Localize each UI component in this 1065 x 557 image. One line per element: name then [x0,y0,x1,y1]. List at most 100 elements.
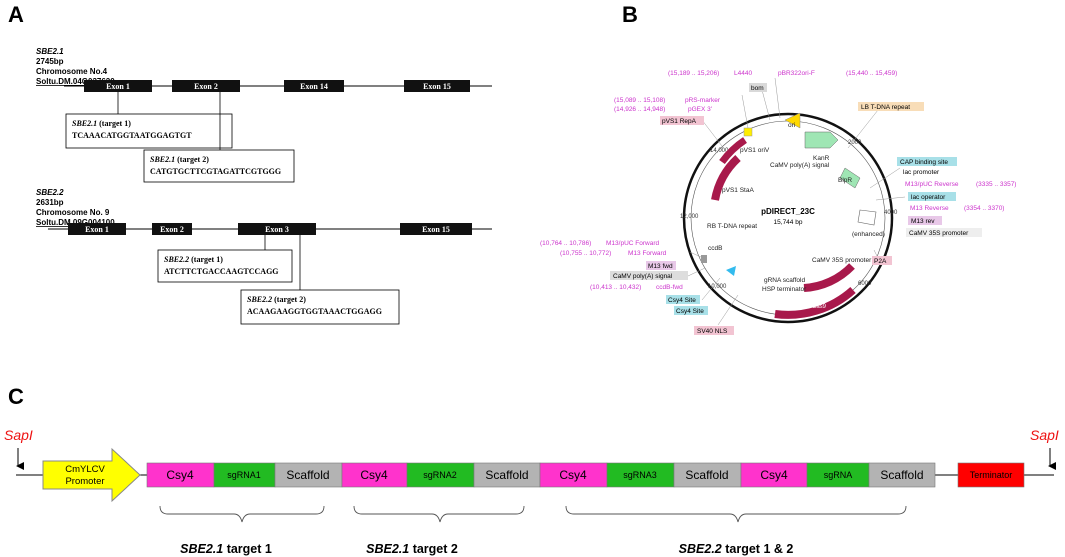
bracket-label-2: SBE2.1 target 2 [366,542,458,556]
gene1-exons: Exon 1 Exon 2 Exon 14 Exon 15 [84,80,470,92]
tick-label: 6000 [858,281,872,287]
segment-label: Csy4 [166,468,194,482]
csy4-segment [341,462,408,488]
feature-label: M13 Reverse [910,205,949,212]
rb-tdna-arc [711,155,741,201]
gene2-exon-box [238,223,316,235]
tick-label: 4000 [884,210,898,216]
tick-label: 14,000 [710,148,729,154]
coordinate-label: (15,189 .. 15,206) [668,70,719,77]
sapi-right-label: SapI [1030,427,1059,443]
inner-label: Cas9 [812,304,827,310]
coordinate-label: (10,764 .. 10,786) [540,240,591,247]
feature-label: pBR322ori-F [778,70,815,77]
gene2-exon-label: Exon 3 [265,225,289,234]
gene1-target2-title: SBE2.1 (target 2) [150,155,209,164]
gene1-target1-sequence: TCAAACATGGTAATGGAGTGT [72,131,192,140]
scaffold-segment [274,462,343,488]
gene1-chromosome: Chromosome No.4 [36,67,108,76]
feature-label: lac operator [911,194,946,201]
inner-label: ccdB [708,245,722,252]
promoter-label-line2: Promoter [65,476,104,487]
csy4-segment [539,462,608,488]
gene1-exon-box [84,80,152,92]
coordinate-label: (10,413 .. 10,432) [590,284,641,291]
gene2-target1-box [157,249,293,283]
gene1-exon-box [404,80,470,92]
cas9-arc-inner [803,263,855,292]
feature-label: LB T-DNA repeat [861,104,910,111]
feature-label: lac promoter [903,169,940,176]
bracket-target3 [565,505,907,523]
panel-a: A SBE2.1 2745bp Chromosome No.4 Soltu.DM… [8,2,492,325]
bracket-target2 [353,505,525,523]
csy4-segment [740,462,808,488]
coordinate-label: (3354 .. 3370) [964,205,1004,212]
gene1-exon-label: Exon 1 [106,82,130,91]
segment-label: Scaffold [286,468,329,482]
tick-label: 2000 [848,140,862,146]
kanr-arrow [804,131,839,149]
gene2-target2-title: SBE2.2 (target 2) [247,295,306,304]
gene1-target1-title: SBE2.1 (target 1) [72,119,131,128]
inner-label: HSP terminator [762,286,807,293]
gene2-exon-box [152,223,192,235]
feature-label: CaMV 35S promoter [909,230,969,237]
segment-label: Scaffold [485,468,528,482]
gene1-exon-label: Exon 2 [194,82,218,91]
inner-label: RB T-DNA repeat [707,223,757,230]
inner-label: CaMV 35S promoter [812,257,872,264]
panel-b: B pDIRECT_23C 15,744 bp 2000 4000 6000 8… [540,2,1016,335]
gene1-exon-label: Exon 15 [423,82,451,91]
bracket-target1 [159,505,325,523]
gene1-locus: Soltu.DM.04G037620 [36,77,115,86]
bracket-label-1: SBE2.1 target 1 [180,542,272,556]
feature-label: pRS-marker [685,97,721,104]
inner-label: pVS1 oriV [740,147,770,154]
panel-letter-b: B [622,2,638,27]
gene1-target2-box [143,149,295,183]
gene2-target1-title: SBE2.2 (target 1) [164,255,223,264]
feature-label: P2A [874,258,887,265]
panel-letter-c: C [8,384,24,409]
feature-label: M13/pUC Forward [606,240,659,247]
plasmid-name: pDIRECT_23C [761,207,815,216]
ori-arrow [784,112,801,129]
feature-label: Csy4 Site [668,297,696,304]
gene1-target2-sequence: CATGTGCTTCGTAGATTCGTGGG [150,167,281,176]
pvs1-oriv-block [743,127,753,137]
feature-label: M13 rev [911,218,935,225]
tick-label: 12,000 [680,214,699,220]
panel-c: C SapI SapI CmYLCV Promoter Csy4 sgRNA1 … [4,384,1059,556]
gene2-exon-label: Exon 2 [160,225,184,234]
gene2-exon-box [68,223,126,235]
feature-label: M13/pUC Reverse [905,181,959,188]
coordinate-label: (15,089 .. 15,108) [614,97,665,104]
csy4-site-mark [726,266,736,276]
gene1-exon-label: Exon 14 [300,82,328,91]
gene2-exon-label: Exon 1 [85,225,109,234]
camv35s-arrow [857,209,877,226]
inner-label: (enhanced) [852,231,885,238]
bracket-label-3: SBE2.2 target 1 & 2 [679,542,794,556]
gene2-locus: Soltu.DM.09G004100 [36,218,115,227]
segment-label: sgRNA2 [423,470,457,480]
segment-label: Scaffold [880,468,923,482]
gene2-exon-box [400,223,472,235]
feature-label: ccdB-fwd [656,284,683,291]
gene2-exons: Exon 1 Exon 2 Exon 3 Exon 15 [68,223,472,235]
promoter-arrow [42,447,141,503]
inner-label: CaMV poly(A) signal [770,162,830,169]
promoter-label-line1: CmYLCV [65,464,105,475]
segment-label: Csy4 [559,468,587,482]
terminator-segment [957,462,1025,488]
gene1-name: SBE2.1 [36,47,64,56]
segment-label: Scaffold [685,468,728,482]
gene1-length: 2745bp [36,57,64,66]
feature-label: SV40 NLS [697,328,728,335]
gene2-length: 2631bp [36,198,64,207]
segment-label: sgRNA1 [227,470,261,480]
construct-segments: Csy4 sgRNA1 Scaffold Csy4 sgRNA2 Scaffol… [146,462,936,488]
inner-label: KanR [813,155,830,162]
